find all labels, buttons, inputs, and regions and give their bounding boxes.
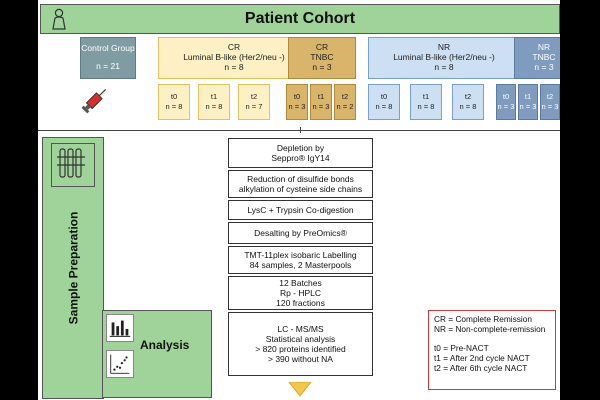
group-cr-luminal: CR Luminal B-like (Her2/neu -) n = 8 bbox=[158, 37, 310, 79]
step-line: Rp - HPLC bbox=[279, 287, 322, 298]
sub-nr-tnbc-t2: t2 n = 3 bbox=[540, 84, 560, 120]
divider-tick bbox=[300, 127, 301, 133]
sub-time-label: t1 bbox=[422, 91, 430, 101]
legend-t0: t0 = Pre-NACT bbox=[434, 342, 489, 353]
scatter-plot-icon bbox=[106, 350, 134, 378]
sample-preparation-label: Sample Preparation bbox=[42, 137, 104, 399]
group-count: n = 8 bbox=[434, 61, 454, 72]
sub-count: n = 7 bbox=[245, 102, 263, 111]
group-label: NR bbox=[437, 42, 451, 53]
step-lc-ms: LC - MS/MS Statistical analysis > 820 pr… bbox=[228, 312, 373, 376]
sub-time-label: t2 bbox=[464, 91, 472, 101]
analysis-label: Analysis bbox=[140, 338, 190, 352]
step-line: Desalting by PreOmics® bbox=[254, 227, 347, 238]
step-line: 84 samples, 2 Masterpools bbox=[249, 260, 352, 270]
step-digestion: LysC + Trypsin Co-digestion bbox=[228, 200, 373, 220]
step-line: Reduction of disulfide bonds bbox=[247, 173, 354, 184]
person-icon bbox=[52, 8, 66, 30]
sub-count: n = 3 bbox=[312, 102, 330, 111]
step-line: 120 fractions bbox=[276, 298, 325, 309]
sub-time-label: t2 bbox=[250, 91, 258, 101]
sub-cr-tnbc-t1: t1 n = 3 bbox=[310, 84, 332, 120]
diagram-canvas: Patient Cohort Control Group n = 21 CR L… bbox=[38, 0, 560, 400]
group-subtype: Luminal B-like (Her2/neu -) bbox=[393, 52, 495, 63]
bar-chart-icon bbox=[106, 314, 134, 342]
step-line: TMT-11plex isobaric Labelling bbox=[244, 249, 357, 260]
legend-box: CR = Complete Remission NR = Non-complet… bbox=[428, 310, 556, 390]
group-label: CR bbox=[227, 42, 241, 53]
group-subtype: TNBC bbox=[532, 52, 556, 63]
sub-nr-luminal-t1: t1 n = 8 bbox=[410, 84, 442, 120]
sub-time-label: t2 bbox=[546, 91, 554, 101]
legend-cr: CR = Complete Remission bbox=[434, 314, 532, 324]
sub-cr-luminal-t2: t2 n = 7 bbox=[238, 84, 270, 120]
sub-time-label: t2 bbox=[341, 91, 349, 101]
sub-time-label: t1 bbox=[210, 91, 218, 101]
sub-count: n = 8 bbox=[165, 102, 183, 111]
sample-preparation-text: Sample Preparation bbox=[66, 211, 80, 325]
legend-nr: NR = Non-complete-remission bbox=[434, 324, 546, 335]
step-line: Statistical analysis bbox=[265, 333, 336, 344]
sub-time-label: t0 bbox=[170, 91, 178, 101]
sub-cr-tnbc-t2: t2 n = 2 bbox=[334, 84, 356, 120]
group-label: NR bbox=[537, 42, 551, 53]
sub-count: n = 8 bbox=[459, 102, 477, 111]
section-divider bbox=[38, 130, 560, 131]
sub-count: n = 2 bbox=[336, 102, 354, 111]
step-line: Seppro® IgY14 bbox=[271, 153, 330, 163]
sub-count: n = 8 bbox=[205, 102, 223, 111]
sub-nr-luminal-t0: t0 n = 8 bbox=[368, 84, 400, 120]
sub-count: n = 3 bbox=[519, 102, 537, 111]
sub-time-label: t1 bbox=[524, 91, 532, 101]
sub-time-label: t0 bbox=[380, 91, 388, 101]
group-count: n = 8 bbox=[224, 61, 244, 72]
step-line: alkylation of cysteine side chains bbox=[238, 184, 363, 194]
step-tmt-labelling: TMT-11plex isobaric Labelling 84 samples… bbox=[228, 246, 373, 274]
syringe-icon bbox=[81, 88, 107, 114]
group-subtype: TNBC bbox=[310, 52, 334, 63]
flask-icon bbox=[51, 143, 95, 187]
sub-nr-tnbc-t0: t0 n = 3 bbox=[496, 84, 516, 120]
arrow-down-icon bbox=[289, 382, 311, 397]
sub-count: n = 3 bbox=[288, 102, 306, 111]
sub-nr-tnbc-t1: t1 n = 3 bbox=[518, 84, 538, 120]
step-line: > 390 without NA bbox=[268, 354, 333, 365]
legend-t2: t2 = After 6th cycle NACT bbox=[434, 363, 528, 374]
legend-t1: t1 = After 2nd cycle NACT bbox=[434, 353, 530, 364]
patient-cohort-header: Patient Cohort bbox=[40, 4, 560, 34]
group-cr-tnbc: CR TNBC n = 3 bbox=[288, 37, 356, 79]
step-hplc: 12 Batches Rp - HPLC 120 fractions bbox=[228, 276, 373, 310]
group-control: Control Group n = 21 bbox=[80, 37, 136, 79]
group-nr-luminal: NR Luminal B-like (Her2/neu -) n = 8 bbox=[368, 37, 520, 79]
group-label: CR bbox=[315, 42, 329, 53]
sub-nr-luminal-t2: t2 n = 8 bbox=[452, 84, 484, 120]
step-desalting: Desalting by PreOmics® bbox=[228, 222, 373, 244]
sub-count: n = 3 bbox=[541, 102, 559, 111]
sub-cr-tnbc-t0: t0 n = 3 bbox=[286, 84, 308, 120]
sub-count: n = 8 bbox=[375, 102, 393, 111]
sub-time-label: t1 bbox=[317, 91, 325, 101]
group-count: n = 3 bbox=[312, 61, 332, 72]
step-line: Depletion by bbox=[276, 142, 325, 153]
group-label: Control Group bbox=[81, 43, 135, 54]
step-reduction: Reduction of disulfide bonds alkylation … bbox=[228, 170, 373, 198]
group-nr-tnbc: NR TNBC n = 3 bbox=[514, 37, 560, 79]
step-line: 12 Batches bbox=[279, 277, 322, 288]
sub-time-label: t0 bbox=[293, 91, 301, 101]
group-count: n = 3 bbox=[534, 61, 554, 72]
sub-cr-luminal-t1: t1 n = 8 bbox=[198, 84, 230, 120]
sub-count: n = 3 bbox=[497, 102, 515, 111]
step-depletion: Depletion by Seppro® IgY14 bbox=[228, 138, 373, 168]
group-count: n = 21 bbox=[96, 61, 120, 71]
sub-cr-luminal-t0: t0 n = 8 bbox=[158, 84, 190, 120]
step-line: > 820 proteins identified bbox=[255, 344, 346, 354]
group-subtype: Luminal B-like (Her2/neu -) bbox=[183, 52, 285, 63]
sub-count: n = 8 bbox=[417, 102, 435, 111]
step-line: LC - MS/MS bbox=[277, 323, 324, 334]
page-title: Patient Cohort bbox=[244, 10, 356, 27]
step-line: LysC + Trypsin Co-digestion bbox=[247, 204, 354, 215]
sub-time-label: t0 bbox=[502, 91, 510, 101]
